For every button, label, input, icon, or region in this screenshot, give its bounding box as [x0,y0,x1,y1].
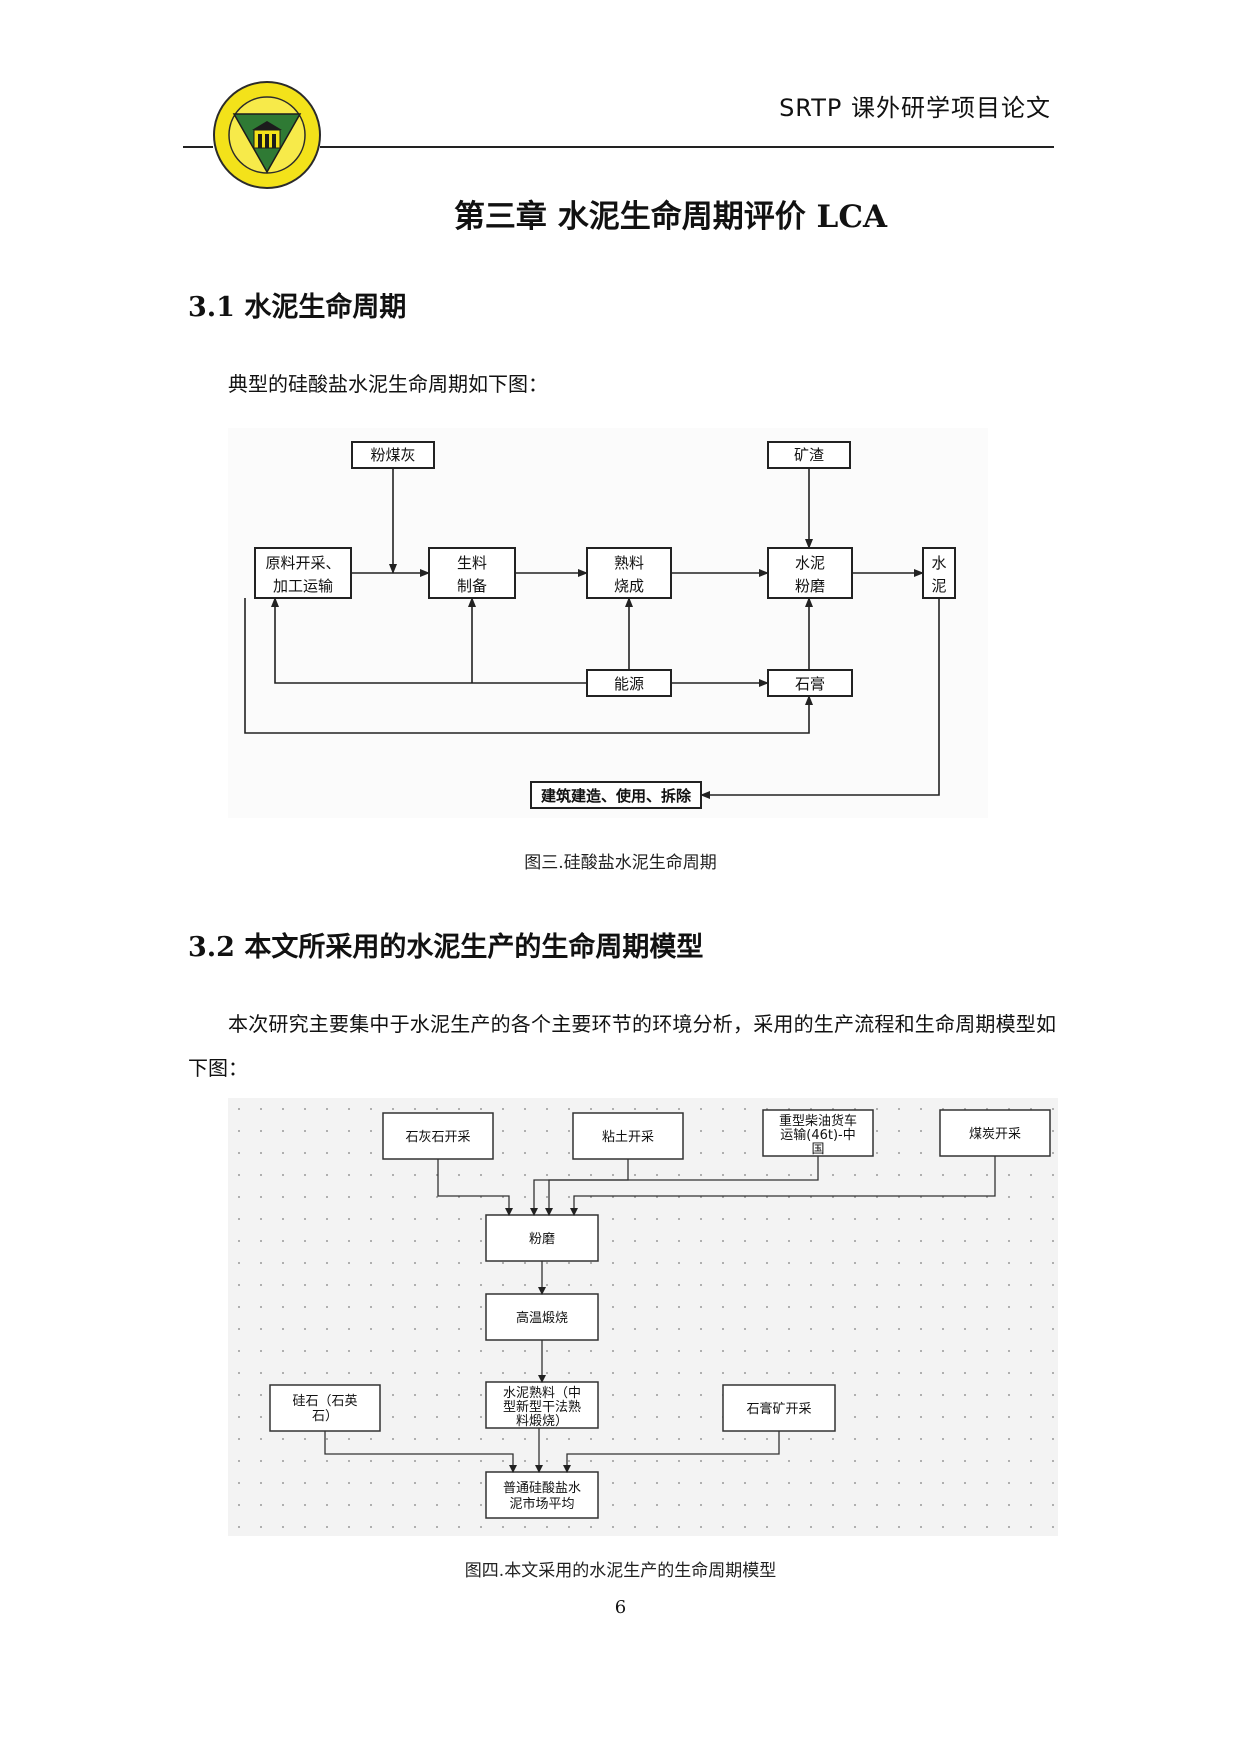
label-rawmeal-2: 制备 [457,577,487,595]
label-silica-2: 石） [312,1409,338,1424]
label-limestone: 石灰石开采 [405,1130,470,1145]
box-raw-material [254,547,352,599]
label-grinding: 粉磨 [529,1232,555,1247]
box-building [530,781,702,809]
label-clinker4-3: 料煅烧） [516,1413,568,1429]
box-gypsum-mining [722,1384,836,1432]
label-clay: 粘土开采 [602,1130,654,1145]
box-clay [572,1112,684,1160]
page-number: 6 [614,1597,627,1618]
label-flyash: 粉煤灰 [370,446,415,464]
label-raw-2: 加工运输 [273,577,333,595]
section-3-2-intro: 本次研究主要集中于水泥生产的各个主要环节的环境分析，采用的生产流程和生命周期模型… [188,1002,1056,1090]
section-3-2-intro-text: 本次研究主要集中于水泥生产的各个主要环节的环境分析，采用的生产流程和生命周期模型… [188,1012,1056,1080]
box-coal [939,1109,1051,1157]
section-title-3-1: 3.1 水泥生命周期 [188,292,407,323]
label-energy: 能源 [614,675,644,693]
box-calcination [485,1293,599,1341]
chapter-title: 第三章 水泥生命周期评价 LCA [453,199,888,235]
box-product [485,1471,599,1519]
figure-4-caption: 图四.本文采用的水泥生产的生命周期模型 [464,1561,777,1581]
figure-3-lifecycle-diagram: 粉煤灰 矿渣 原料开采、 加工运输 生料 制备 熟料 烧成 水泥 粉磨 水 泥 … [228,428,988,818]
label-product-2: 泥市场平均 [509,1496,574,1512]
label-cement-2: 泥 [931,577,946,595]
label-raw-1: 原料开采、 [265,554,340,572]
box-grinding [485,1214,599,1262]
label-silica-1: 硅石（石英 [292,1394,357,1409]
header-divider-right [320,146,1054,148]
label-truck-3: 国 [811,1142,824,1157]
figure-4-production-model-diagram: 石灰石开采 粘土开采 重型柴油货车 运输(46t)-中 国 煤炭开采 粉磨 高温… [228,1098,1058,1536]
label-rawmeal-1: 生料 [457,554,487,572]
section-3-1-intro: 典型的硅酸盐水泥生命周期如下图： [188,362,1056,406]
label-cement-1: 水 [931,554,946,572]
box-clinker-4 [485,1381,599,1429]
figure-3-caption: 图三.硅酸盐水泥生命周期 [524,853,717,873]
label-clinker-1: 熟料 [614,554,644,572]
box-silica [269,1384,381,1432]
section-title-3-2: 3.2 本文所采用的水泥生产的生命周期模型 [188,932,704,963]
section-3-1-intro-text: 典型的硅酸盐水泥生命周期如下图： [228,372,548,396]
header-divider-left [183,146,213,148]
label-gypsum-mining: 石膏矿开采 [746,1401,811,1417]
box-truck [762,1109,874,1157]
label-clinker4-1: 水泥熟料（中 [503,1385,581,1401]
label-grind-1: 水泥 [795,554,825,572]
label-slag: 矿渣 [794,446,824,464]
header-title: SRTP 课外研学项目论文 [779,94,1051,122]
label-grind-2: 粉磨 [795,577,825,595]
university-logo [213,81,321,189]
label-building: 建筑建造、使用、拆除 [541,787,692,805]
label-clinker4-2: 型新型干法熟 [503,1399,581,1415]
label-coal: 煤炭开采 [969,1127,1021,1142]
label-clinker-2: 烧成 [614,577,644,595]
label-truck-1: 重型柴油货车 [779,1113,857,1129]
box-flyash [351,441,435,469]
label-calcination: 高温煅烧 [516,1310,568,1326]
box-limestone [382,1112,494,1160]
label-product-1: 普通硅酸盐水 [503,1481,581,1496]
label-truck-2: 运输(46t)-中 [780,1127,855,1143]
label-gypsum: 石膏 [795,675,825,693]
